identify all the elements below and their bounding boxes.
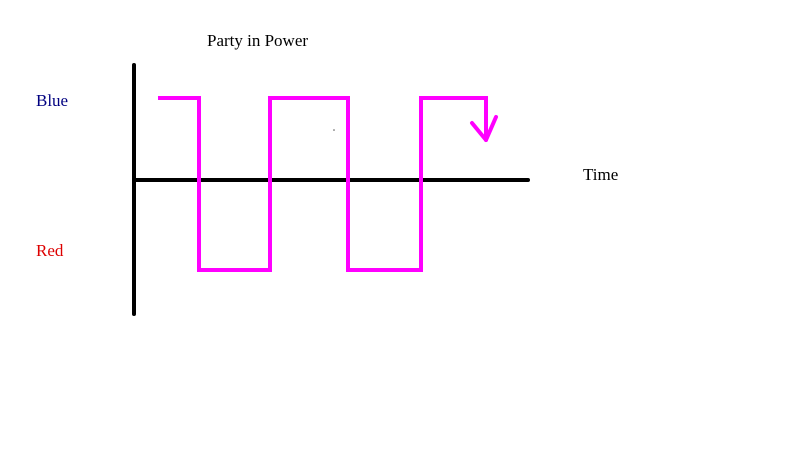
stray-dot: [333, 129, 335, 131]
diagram-title: Party in Power: [207, 31, 309, 50]
time-axis-label: Time: [583, 165, 619, 184]
blue-level-label: Blue: [36, 91, 69, 110]
down-arrow-icon: [470, 115, 498, 142]
signal-line-group: [158, 96, 498, 272]
red-level-label: Red: [36, 241, 64, 260]
